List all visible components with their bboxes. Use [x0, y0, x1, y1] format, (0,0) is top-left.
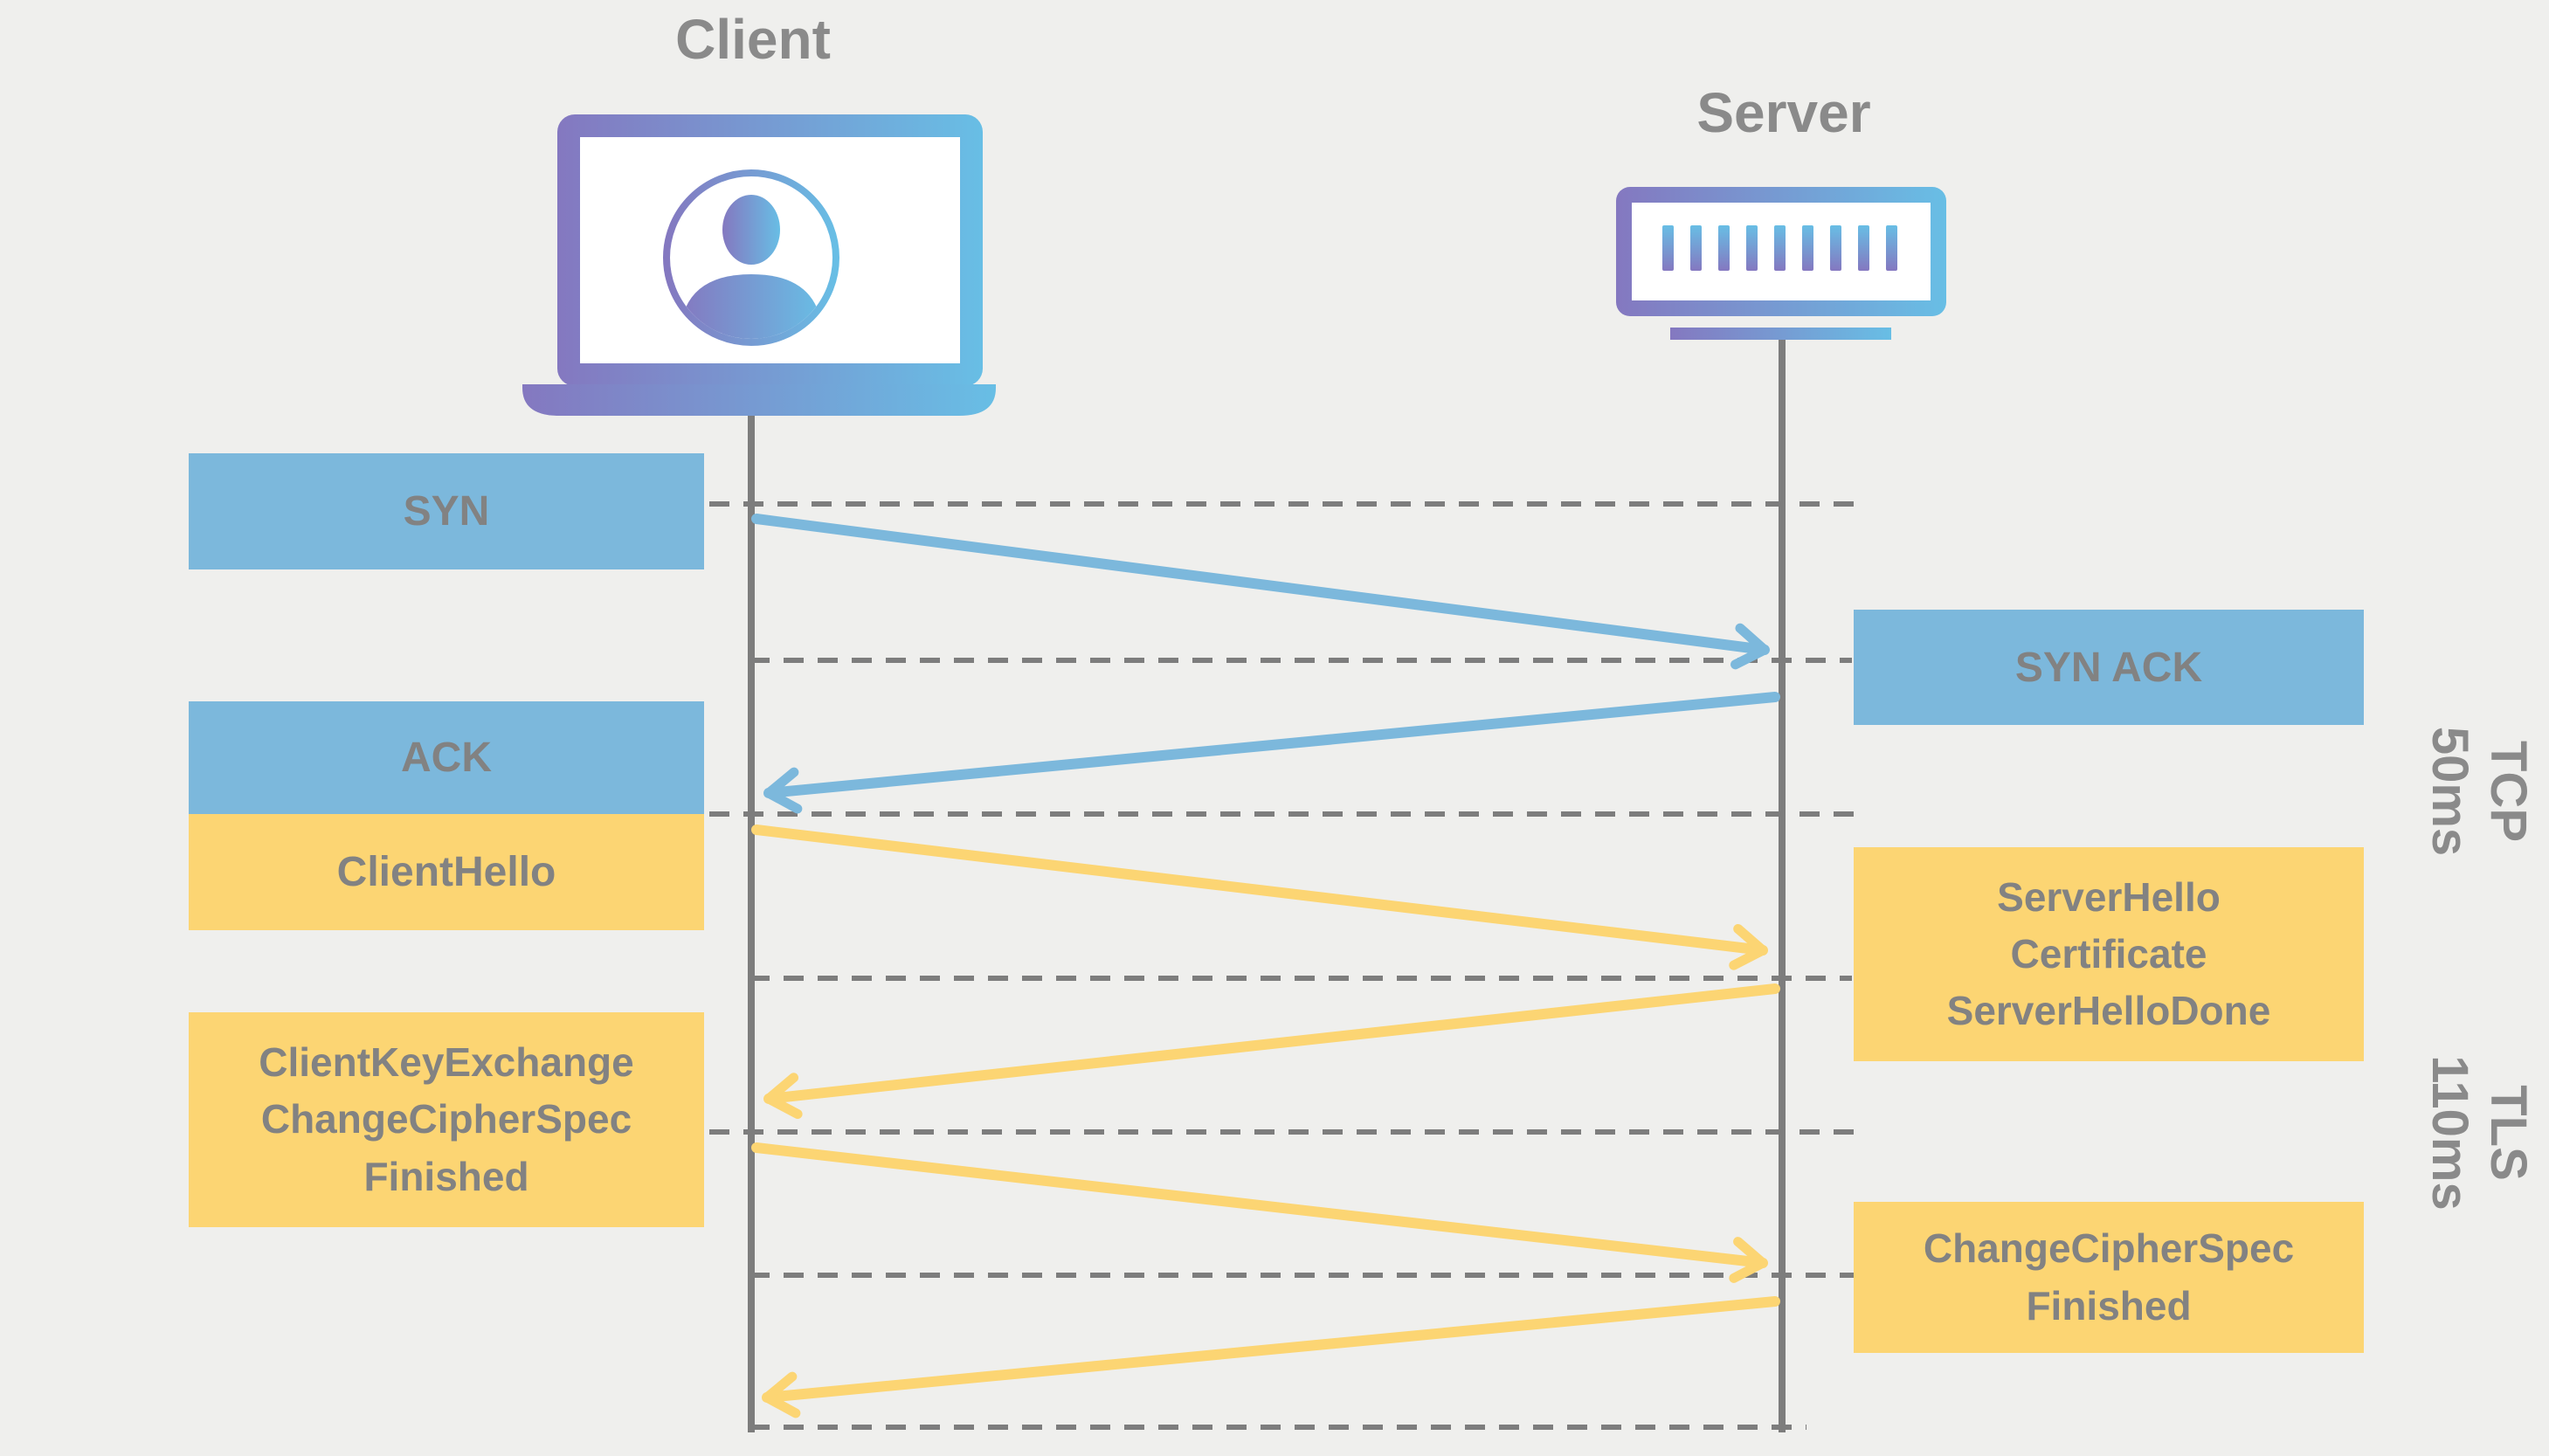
message-box-server-hello: ServerHello Certificate ServerHelloDone [1854, 847, 2364, 1061]
syn-arrow [751, 514, 1770, 670]
message-label-line: Finished [363, 1153, 529, 1199]
phase-duration: 50ms [2421, 726, 2478, 857]
client-hello-arrow [751, 825, 1768, 970]
message-label: SYN ACK [2014, 644, 2203, 691]
message-box-syn: SYN [189, 453, 704, 569]
server-title: Server [1696, 81, 1871, 144]
laptop-user-icon [522, 114, 996, 416]
phase-protocol: TCP [2480, 741, 2538, 842]
message-label-line: ChangeCipherSpec [260, 1096, 632, 1142]
message-label: ClientHello [336, 849, 556, 895]
message-label-line: Finished [2026, 1282, 2192, 1328]
message-box-client-hello: ClientHello [189, 814, 704, 930]
message-label: SYN [403, 488, 490, 535]
server-hello-arrow [763, 983, 1780, 1120]
message-box-ack: ACK [189, 701, 704, 814]
change-cipher-spec-arrow [762, 1296, 1780, 1418]
message-label: ACK [401, 735, 492, 781]
message-label-line: ClientKeyExchange [259, 1039, 634, 1086]
phase-label-tls: TLS 110ms [2383, 993, 2549, 1273]
syn-ack-arrow [763, 692, 1780, 814]
message-box-syn-ack: SYN ACK [1854, 610, 2364, 725]
client-title: Client [675, 8, 831, 71]
client-key-exchange-arrow [751, 1142, 1768, 1283]
phase-protocol: TLS [2480, 1085, 2538, 1181]
phase-duration: 110ms [2421, 1055, 2478, 1211]
message-label-line: ServerHelloDone [1946, 988, 2271, 1034]
message-label-line: ServerHello [1997, 873, 2221, 920]
phase-label-tcp: TCP 50ms [2383, 652, 2549, 931]
message-box-client-key-exchange: ClientKeyExchange ChangeCipherSpec Finis… [189, 1012, 704, 1227]
server-rack-icon [1616, 187, 1946, 340]
message-box-change-cipher-spec: ChangeCipherSpec Finished [1854, 1202, 2364, 1353]
message-label-line: Certificate [2010, 930, 2207, 976]
message-label-line: ChangeCipherSpec [1923, 1225, 2295, 1272]
